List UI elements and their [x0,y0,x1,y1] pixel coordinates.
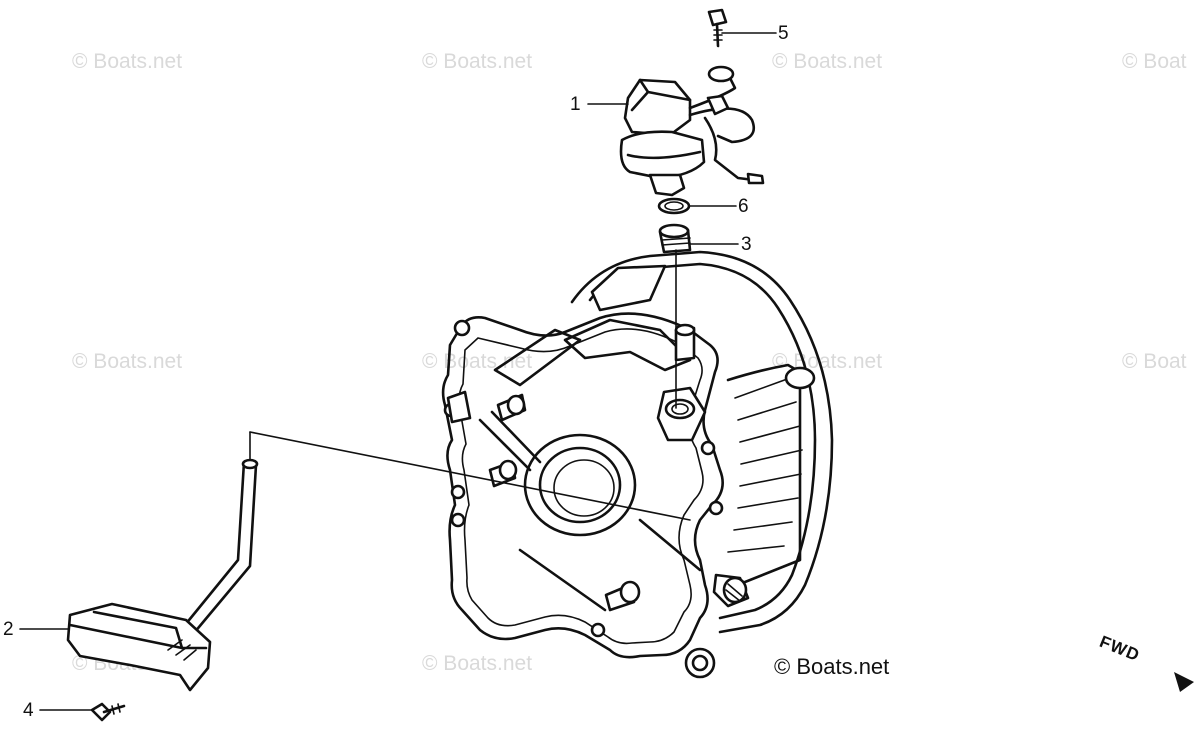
callout-4: 4 [23,700,34,721]
oil-alert-switch [619,65,765,197]
sensor-adapter [658,223,692,254]
crankcase-cover [441,250,834,679]
flange-bolt-bottom [90,702,126,722]
callout-2: 2 [3,619,14,640]
assembly-line [249,431,691,521]
o-ring [657,197,691,215]
watermark: © Boats.net [422,652,533,675]
watermark: © Boat [1122,350,1187,373]
flange-bolt-top [707,8,728,48]
watermark: © Boats.net [772,50,883,73]
breather-tube [66,458,259,692]
watermark: © Boat [1122,50,1187,73]
copyright-credit: © Boats.net [774,654,890,679]
watermark: © Boats.net [72,50,183,73]
forward-arrow-icon [1174,672,1194,692]
callout-6: 6 [738,196,749,217]
watermark: © Boats.net [422,50,533,73]
callout-1: 1 [570,94,581,115]
watermark: © Boats.net [72,350,183,373]
callout-5: 5 [778,23,789,44]
callout-3: 3 [741,234,752,255]
